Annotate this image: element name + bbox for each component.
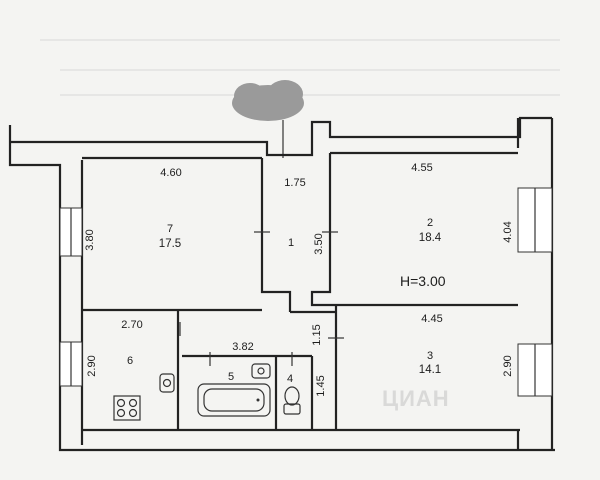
room-3-area: 14.1 (419, 364, 441, 376)
kitchen-sink-icon (159, 373, 175, 393)
toilet-icon (283, 386, 301, 415)
dim-corridor-top: 1.75 (284, 177, 305, 189)
dim-hall-width: 3.82 (232, 341, 253, 353)
background-scan-lines (40, 39, 560, 96)
dim-room2-width: 4.55 (411, 162, 432, 174)
room-6-number: 6 (127, 355, 133, 367)
vent-cloud-icon (232, 80, 304, 158)
room-5-number: 5 (228, 371, 234, 383)
room-2-number: 2 (427, 217, 433, 229)
dim-room7-depth: 3.80 (84, 229, 96, 250)
room-1-number: 1 (288, 237, 294, 249)
dim-room7-width: 4.60 (160, 167, 181, 179)
room-7-area: 17.5 (159, 238, 181, 250)
dim-room3-width: 4.45 (421, 313, 442, 325)
sink-icon (251, 363, 271, 379)
dim-corridor-depth: 3.50 (313, 233, 325, 254)
bathtub-icon (197, 383, 271, 417)
outer-walls (8, 116, 555, 452)
dim-room3-depth: 2.90 (502, 355, 514, 376)
watermark: ЦИАН (382, 386, 450, 411)
dim-kitchen-depth: 2.90 (86, 355, 98, 376)
room-3-number: 3 (427, 350, 433, 362)
room-7-number: 7 (167, 223, 173, 235)
dim-hall-step: 1.15 (311, 324, 323, 345)
stove-icon (113, 395, 141, 421)
door-marks (179, 231, 344, 366)
interior-walls (82, 153, 518, 430)
dim-room2-depth: 4.04 (502, 221, 514, 242)
dim-kitchen-width: 2.70 (121, 319, 142, 331)
room-2-area: 18.4 (419, 232, 442, 244)
room-4-number: 4 (287, 373, 293, 385)
ceiling-height: H=3.00 (400, 273, 446, 289)
dim-wc-depth: 1.45 (315, 375, 327, 396)
windows (59, 187, 553, 397)
